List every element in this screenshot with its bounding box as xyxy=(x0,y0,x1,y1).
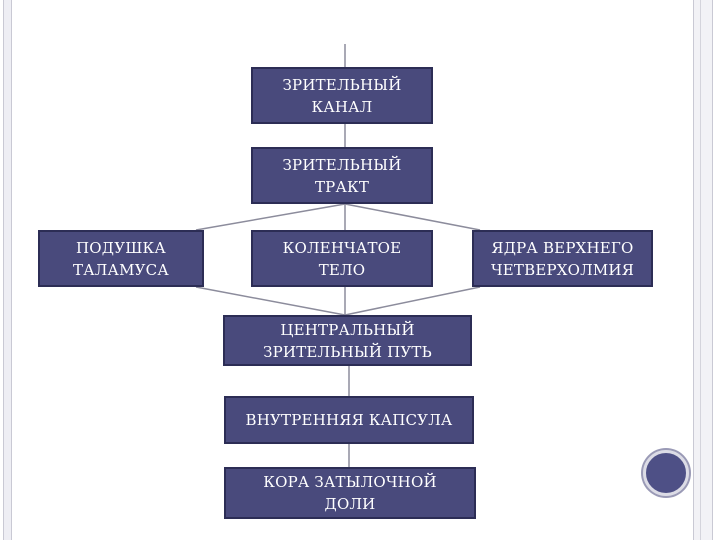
connector-pulvinar-to-central xyxy=(195,286,346,316)
node-pulvinar: ПОДУШКА ТАЛАМУСА xyxy=(38,230,204,287)
node-visual-canal: ЗРИТЕЛЬНЫЙ КАНАЛ xyxy=(251,67,433,124)
connector-tract-to-pulvinar xyxy=(195,203,346,231)
node-internal-capsule: ВНУТРЕННЯЯ КАПСУЛА xyxy=(224,396,474,444)
node-optic-tract: ЗРИТЕЛЬНЫЙ ТРАКТ xyxy=(251,147,433,204)
node-central-visual-pathway: ЦЕНТРАЛЬНЫЙ ЗРИТЕЛЬНЫЙ ПУТЬ xyxy=(223,315,472,366)
node-superior-colliculus-nuclei: ЯДРА ВЕРХНЕГО ЧЕТВЕРХОЛМИЯ xyxy=(472,230,653,287)
slide-left-border xyxy=(3,0,12,540)
node-occipital-cortex: КОРА ЗАТЫЛОЧНОЙ ДОЛИ xyxy=(224,467,476,519)
connector-tract-to-colliculus xyxy=(344,203,481,231)
connector-colliculus-to-central xyxy=(344,286,481,316)
slide-right-border xyxy=(693,0,713,540)
node-geniculate-body: КОЛЕНЧАТОЕ ТЕЛО xyxy=(251,230,433,287)
decorative-circle-icon xyxy=(643,450,689,496)
slide-right-border-line xyxy=(700,0,701,540)
